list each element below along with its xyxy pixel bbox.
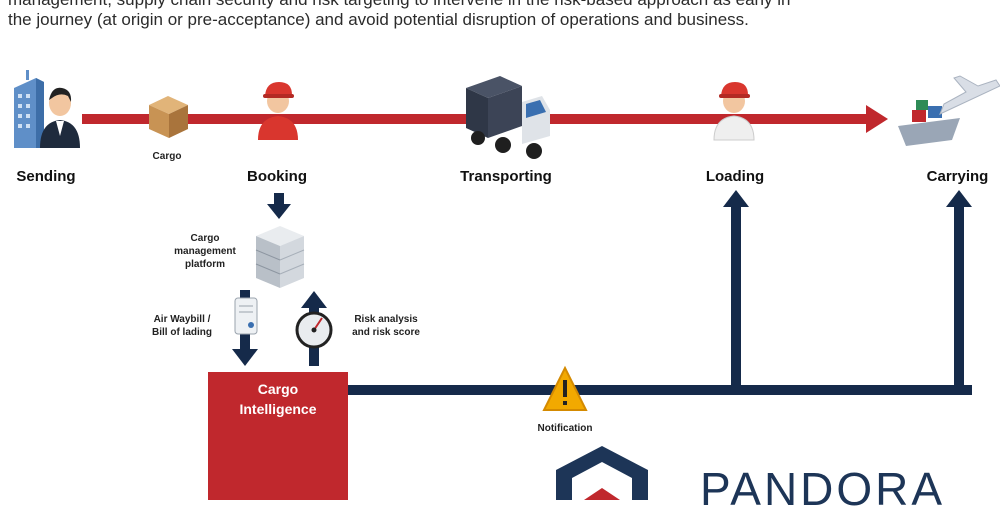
pandora-logo-icon <box>556 446 648 500</box>
loading-worker-icon <box>713 82 755 141</box>
booking-down-arrow <box>267 193 291 219</box>
platform-label: Cargo management platform <box>174 233 236 270</box>
risk-label: Risk analysis and risk score <box>352 314 420 338</box>
intro-line-1: management, supply chain security and ri… <box>8 0 998 10</box>
intro-line-2: the journey (at origin or pre-acceptance… <box>8 10 749 29</box>
booking-agent-icon <box>258 82 298 140</box>
cargo-label: Cargo <box>152 151 182 162</box>
notification-label: Notification <box>537 423 593 434</box>
waybill-document-icon <box>234 297 258 335</box>
server-icon <box>255 226 305 288</box>
stage-label-transporting: Transporting <box>460 168 552 185</box>
building-businessman-icon <box>14 70 80 148</box>
cargo-intelligence-title: Cargo Intelligence <box>239 381 317 417</box>
cargo-flow-diagram <box>14 70 1000 500</box>
cargo-intelligence-box <box>208 372 348 500</box>
intro-text: management, supply chain security and ri… <box>8 0 998 30</box>
stage-label-booking: Booking <box>247 168 307 185</box>
risk-gauge-icon <box>295 311 333 349</box>
stage-label-sending: Sending <box>16 168 76 185</box>
stage-label-carrying: Carrying <box>926 168 989 185</box>
brand-name: PANDORA <box>700 463 946 515</box>
truck-icon <box>466 76 550 159</box>
warning-icon <box>542 365 588 411</box>
cargo-box-icon <box>149 96 188 138</box>
notification-lines <box>348 190 972 395</box>
stage-label-loading: Loading <box>705 168 765 185</box>
waybill-label: Air Waybill / Bill of lading <box>152 314 212 338</box>
ship-plane-icon <box>898 75 1000 146</box>
